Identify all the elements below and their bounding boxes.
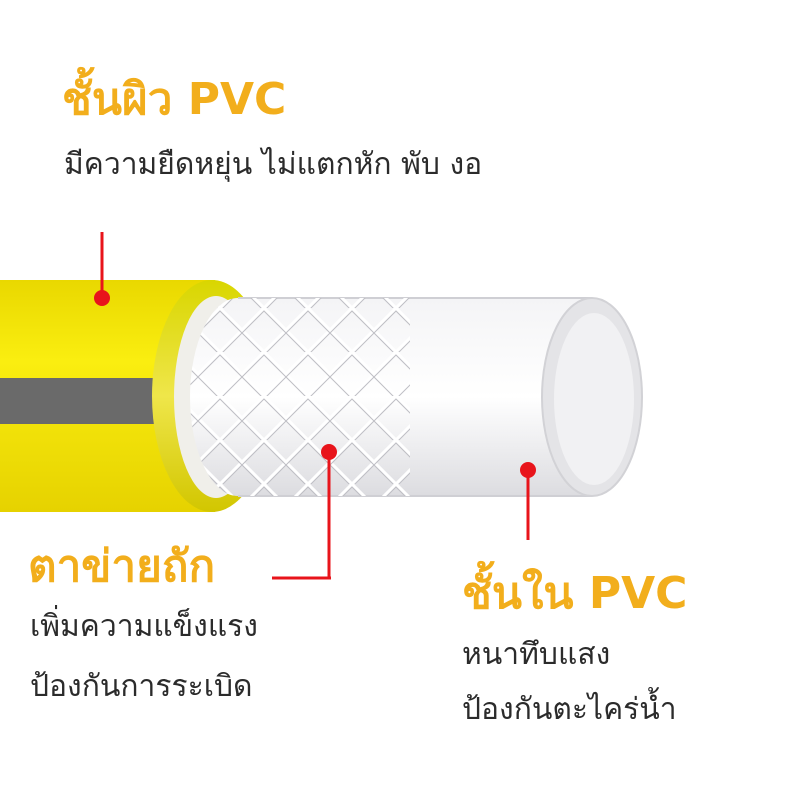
inner-layer-title: ชั้นใน PVC <box>462 568 688 619</box>
gray-stripe <box>0 378 165 424</box>
mesh-layer-pointer <box>272 444 337 580</box>
mesh-layer-description-line-2: ป้องกันการระเบิด <box>30 669 253 704</box>
outer-layer-description: มีความยืดหยุ่น ไม่แตกหัก พับ งอ <box>64 147 483 182</box>
outer-layer-marker-dot <box>94 290 110 306</box>
outer-layer-pointer <box>94 232 110 306</box>
inner-layer-description-line-1: หนาทึบแสง <box>462 637 611 672</box>
mesh-layer-title: ตาข่ายถัก <box>28 541 216 592</box>
inner-layer-description-line-2: ป้องกันตะไคร่น้ำ <box>462 692 677 727</box>
inner-tube-opening <box>541 297 643 497</box>
outer-layer-title: ชั้นผิว PVC <box>62 74 287 125</box>
mesh-layer-description-line-1: เพิ่มความแข็งแรง <box>30 609 258 644</box>
braided-mesh-layer <box>190 298 410 496</box>
inner-layer-pointer <box>520 462 536 540</box>
